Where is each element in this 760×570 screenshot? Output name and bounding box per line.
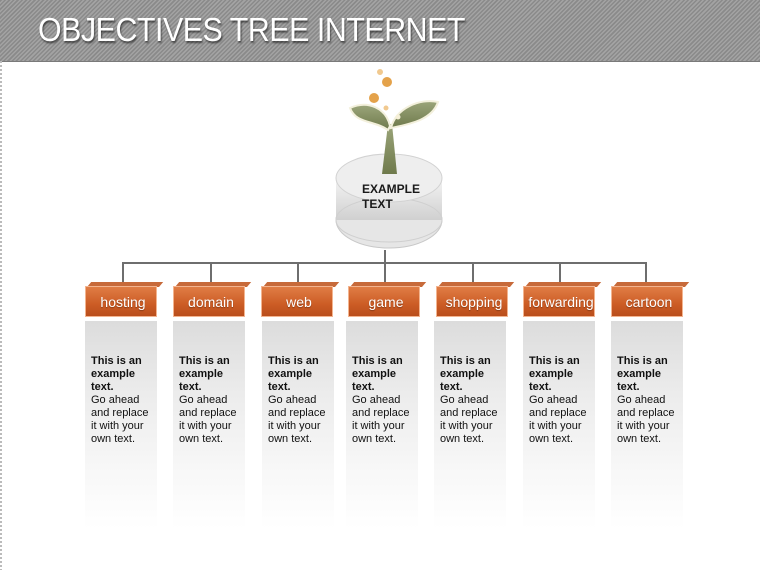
- branch-node-domain: domain: [171, 282, 252, 320]
- branch-node-shopping: shopping: [434, 282, 515, 320]
- branch-node-web: web: [259, 282, 340, 320]
- root-text-line2: TEXT: [362, 197, 393, 211]
- connector-drop: [559, 262, 561, 282]
- title-banner: OBJECTIVES TREE INTERNET: [0, 0, 760, 62]
- branch-node-hosting: hosting: [83, 282, 164, 320]
- branch-label: forwarding: [528, 294, 594, 310]
- branch-node-forwarding: forwarding: [521, 282, 602, 320]
- branch-label: shopping: [445, 294, 503, 310]
- branch-label: game: [368, 294, 404, 310]
- branch-label: web: [286, 294, 312, 310]
- connector-drop: [122, 262, 124, 282]
- connector-drop: [210, 262, 212, 282]
- connector-drop: [297, 262, 299, 282]
- connector-drop: [645, 262, 647, 282]
- connector-drop: [384, 262, 386, 282]
- branch-label: hosting: [100, 294, 146, 310]
- connector-drop: [472, 262, 474, 282]
- sprout-icon: [335, 69, 443, 249]
- page-title: OBJECTIVES TREE INTERNET: [38, 11, 466, 48]
- branch-node-cartoon: cartoon: [609, 282, 690, 320]
- connector-trunk: [384, 250, 386, 263]
- branch-label: cartoon: [625, 294, 673, 310]
- branch-label: domain: [188, 294, 234, 310]
- root-text-line1: EXAMPLE: [362, 182, 421, 196]
- left-border: [0, 61, 2, 570]
- root-node-label: EXAMPLE TEXT: [362, 182, 442, 212]
- branch-node-game: game: [346, 282, 427, 320]
